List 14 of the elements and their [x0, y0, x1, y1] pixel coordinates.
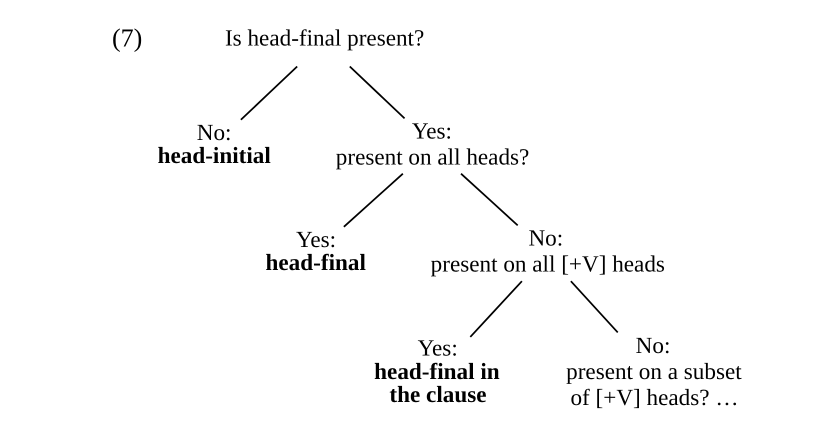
connector — [460, 173, 518, 226]
connector — [469, 280, 522, 338]
connector — [240, 66, 298, 120]
connector — [342, 173, 403, 228]
node-text: No: present on a subset of [+V] heads? … — [566, 332, 742, 411]
node-text: Yes: head-final — [265, 227, 366, 276]
node-text: Is head-final present? — [224, 26, 424, 52]
label: (7) — [111, 24, 142, 53]
node-text: Yes: head-final in the clause — [374, 336, 500, 408]
connector — [570, 280, 618, 334]
node-text: No: present on all [+V] heads — [430, 226, 664, 278]
node-text: No: head-initial — [157, 120, 270, 170]
node-text: Yes: present on all heads? — [335, 118, 529, 170]
connector — [348, 66, 405, 119]
